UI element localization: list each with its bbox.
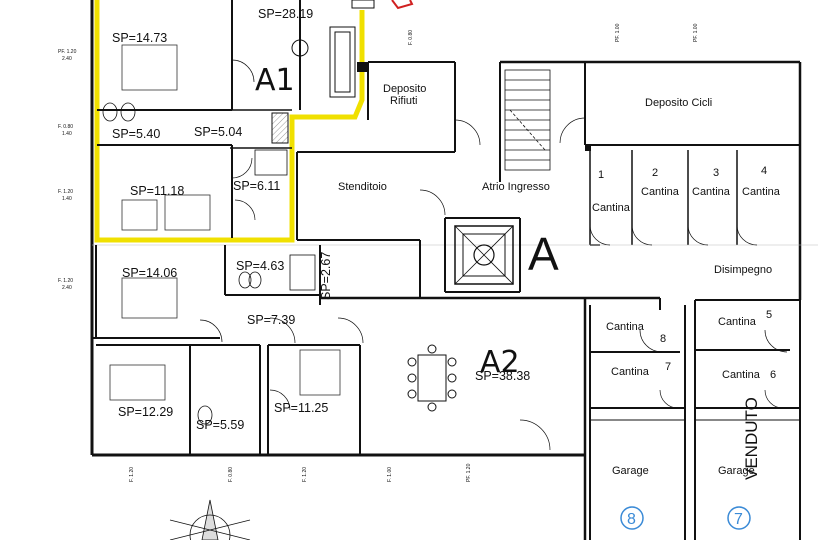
window-mark: F. 1.20 [58,189,73,195]
room-area-label: SP=5.40 [112,127,160,141]
garage-number-7: 7 [734,511,743,528]
window-mark: F. 1.20 [302,467,308,482]
sofa [291,26,356,98]
room-area-label: SP=12.29 [118,405,173,419]
cantina-label: Cantina [606,321,645,333]
window-mark: 1.40 [62,196,72,202]
room-area-label: SP=14.73 [112,31,167,45]
cantina-label: Cantina [718,316,757,328]
room-area-label: SP=5.04 [194,125,242,139]
room-area-label: SP=28.19 [258,7,313,21]
deposito-rifiuti-label-1: Deposito [383,83,426,95]
cantina-number: 7 [665,361,671,373]
room-area-label: SP=2.67 [319,252,333,300]
cantina-label: Cantina [692,186,731,198]
window-mark: F. 1.20 [129,467,135,482]
room-area-label: SP=14.06 [122,266,177,280]
entrance-marker [391,0,414,10]
window-mark: 2.40 [62,56,72,62]
cantina-number: 2 [652,167,658,179]
staircase [504,69,551,171]
cantina-label: Cantina [611,366,650,378]
garage-7-circle [727,506,751,530]
window-mark: F. 1.00 [387,467,393,482]
north-compass [169,499,251,540]
disimpegno-label: Disimpegno [714,264,772,276]
venduto-label: VENDUTO [742,397,761,480]
apartment-a2-label: A2 [480,345,520,380]
window-mark: F. 1.20 [58,278,73,284]
cantina-number: 4 [761,165,767,177]
cantina-label: Cantina [592,202,631,214]
window-mark: 2.40 [62,285,72,291]
labels: A1 A2 SP=14.73 SP=28.19 SP=5.40 SP=5.04 … [58,7,781,528]
room-area-label: SP=7.39 [247,313,295,327]
window-mark: PF. 1.00 [615,23,621,42]
window-mark: PF. 1.20 [58,49,77,55]
cantina-number: 5 [766,309,772,321]
cantina-number: 8 [660,333,666,345]
beds [109,44,341,401]
deposito-cicli-label: Deposito Cicli [645,97,712,109]
dining-table [407,344,457,412]
garage-label: Garage [612,465,649,477]
garage-number-8: 8 [627,511,636,528]
deposito-rifiuti-label-2: Rifiuti [390,95,418,107]
cantina-number: 1 [598,169,604,181]
garage-label: Garage [718,465,755,477]
atrio-label: Atrio Ingresso [482,181,550,193]
cantina-label: Cantina [742,186,781,198]
window-mark: PF. 1.20 [466,463,472,482]
walls [90,0,818,540]
window-mark: F. 0.80 [408,30,414,45]
room-area-label: SP=11.18 [130,184,184,198]
bathroom-fixtures [102,102,316,425]
columns [271,62,591,151]
cantina-number: 3 [713,167,719,179]
window-mark: F. 0.80 [58,124,73,130]
window-mark: F. 0.80 [228,467,234,482]
stenditoio-label: Stenditoio [338,181,387,193]
door-swings [199,59,788,451]
room-area-label: SP=4.63 [236,259,284,273]
cantina-label: Cantina [722,369,761,381]
apartment-a1-highlight [94,0,365,243]
window-mark: 1.40 [62,131,72,137]
window-mark: PF. 1.00 [693,23,699,42]
cantina-label: Cantina [641,186,680,198]
room-area-label: SP=6.11 [233,179,280,193]
room-area-label: SP=11.25 [274,401,328,415]
elevator [454,225,514,285]
cantina-number: 6 [770,369,776,381]
garage-8-circle [620,506,644,530]
room-area-label: SP=38.38 [475,369,530,383]
stair-letter: A [528,228,559,280]
apartment-a1-label: A1 [255,63,295,98]
room-area-label: SP=5.59 [196,418,244,432]
